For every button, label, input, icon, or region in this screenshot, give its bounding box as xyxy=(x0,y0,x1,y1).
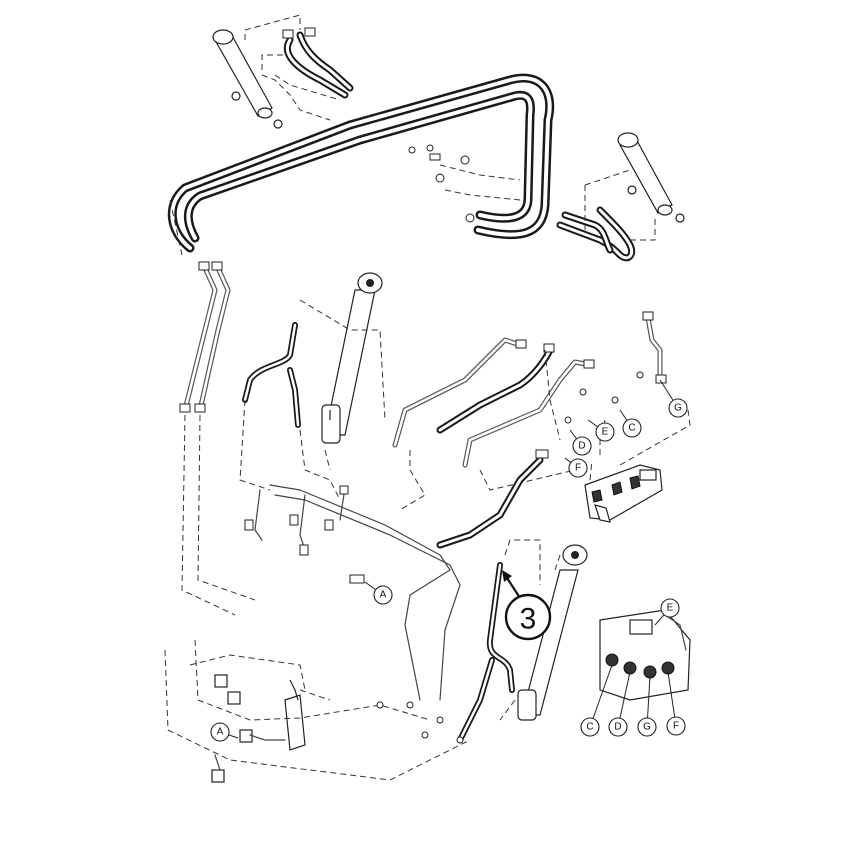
callouts: G E C D F A A E C D G F xyxy=(210,379,688,742)
top-left-cylinder xyxy=(212,29,283,129)
top-right-s-hose xyxy=(556,206,636,262)
middle-steel-tubes xyxy=(244,484,461,701)
lower-valve-assembly xyxy=(599,609,691,701)
middle-cylinder xyxy=(321,272,383,444)
lower-left-bracket xyxy=(211,674,306,783)
callout-a-mid: A xyxy=(380,590,387,601)
callout-g-top: G xyxy=(674,403,682,414)
left-steel-tubes xyxy=(179,261,231,413)
callout-d-top: D xyxy=(578,441,585,452)
reference-number: 3 xyxy=(520,603,537,636)
dash-middle xyxy=(239,299,386,501)
top-control-valve xyxy=(584,464,663,523)
bottom-fittings xyxy=(349,574,464,744)
callout-e-top: E xyxy=(602,427,609,438)
callout-e-valve: E xyxy=(667,603,674,614)
dash-top-right xyxy=(439,164,656,241)
lower-cylinder xyxy=(517,544,588,721)
dash-top-left xyxy=(244,14,341,121)
lower-hoses xyxy=(457,562,515,743)
dash-right-tubes xyxy=(399,349,576,511)
reference-callout: 3 xyxy=(502,570,552,641)
top-right-cylinder xyxy=(617,132,685,223)
dash-left-vertical xyxy=(169,199,256,616)
top-fittings xyxy=(408,144,475,223)
top-left-u-hose xyxy=(282,27,354,99)
callout-a-low: A xyxy=(217,727,224,738)
right-steel-tubes xyxy=(392,337,595,468)
dash-lower-cylinder xyxy=(499,539,561,721)
callout-d-valve: D xyxy=(614,722,621,733)
callout-g-valve: G xyxy=(643,722,651,733)
callout-c-valve: C xyxy=(586,722,593,733)
callout-f-valve: F xyxy=(673,721,679,732)
callout-f-top: F xyxy=(575,463,581,474)
right-small-tube xyxy=(564,311,667,424)
middle-left-hoses xyxy=(242,322,301,428)
upper-loop-hose xyxy=(167,73,555,253)
valve-feed-hose xyxy=(436,449,549,549)
callout-c-top: C xyxy=(628,423,635,434)
dash-lower-left xyxy=(164,639,471,781)
